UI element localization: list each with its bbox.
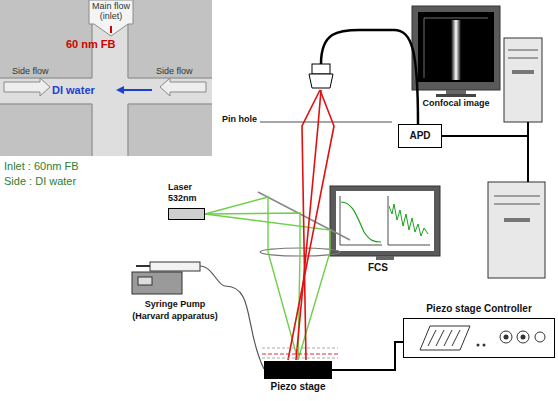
node-label: Piezo stage Controller bbox=[403, 302, 555, 316]
fcs-computer bbox=[330, 182, 545, 278]
stage-node: Piezo stage bbox=[264, 361, 332, 397]
node-label: Confocal image bbox=[406, 98, 506, 108]
node-label: Laser 532nm bbox=[168, 182, 208, 204]
syringe-pump bbox=[132, 262, 225, 294]
computer-node: FCS bbox=[328, 182, 548, 280]
sample-chip bbox=[262, 348, 338, 358]
laser-node: Laser 532nm bbox=[168, 182, 208, 222]
text-label: Side : DI water bbox=[4, 175, 76, 187]
node-label: APD bbox=[399, 125, 441, 147]
detector-fibre bbox=[309, 30, 418, 124]
detector-box: APD bbox=[398, 124, 442, 148]
controller-node: Piezo stage Controller bbox=[403, 302, 555, 358]
channel-photo bbox=[0, 0, 212, 156]
text-label: Inlet : 60nm FB bbox=[4, 160, 79, 172]
connector-line bbox=[442, 136, 528, 182]
controller-panel bbox=[420, 326, 545, 350]
text-label: Side flow bbox=[12, 66, 49, 76]
text-label: Side flow bbox=[156, 66, 193, 76]
pump-node: Syringe Pump (Harvard apparatus) bbox=[125, 260, 225, 326]
text-label: Main flow (inlet) bbox=[89, 1, 133, 21]
node-label: Piezo stage bbox=[264, 381, 332, 392]
laser-beam bbox=[205, 197, 330, 360]
node-label: FCS bbox=[358, 262, 398, 273]
text-label: Pin hole bbox=[222, 114, 257, 124]
laser-box bbox=[168, 208, 205, 220]
connector-line bbox=[442, 122, 528, 136]
controller-box bbox=[403, 318, 555, 358]
pinhole-plate bbox=[260, 121, 392, 123]
connector-line bbox=[332, 342, 403, 370]
text-label: DI water bbox=[52, 84, 95, 96]
emission-beam bbox=[288, 90, 334, 360]
node-label: Syringe Pump (Harvard apparatus) bbox=[125, 298, 225, 322]
computer-node: Confocal image bbox=[406, 2, 548, 122]
connector-line bbox=[225, 286, 264, 369]
text-label: 60 nm FB bbox=[66, 38, 116, 50]
stage-bar bbox=[264, 361, 332, 379]
